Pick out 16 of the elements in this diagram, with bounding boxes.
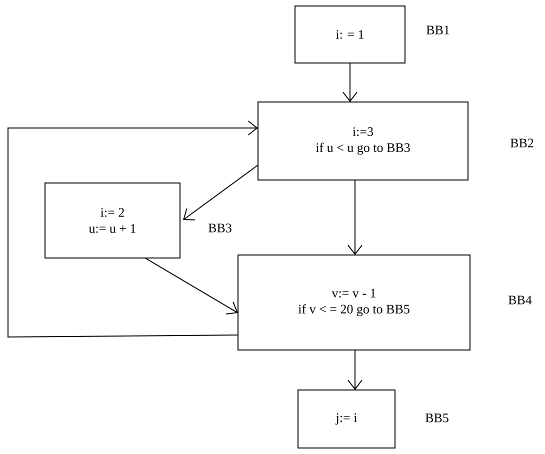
block-label: BB5	[425, 414, 448, 422]
arrow	[342, 62, 358, 102]
block-box: i:= 2 u:= u + 1	[44, 182, 180, 258]
block-box: v:= v - 1 if v < = 20 go to BB5	[238, 254, 470, 350]
block-label: BB1	[426, 26, 450, 34]
arrow	[183, 164, 258, 220]
block-label: BB2	[510, 138, 534, 148]
arrow	[348, 350, 362, 390]
arrow	[8, 120, 258, 338]
block-label: BB3	[208, 224, 232, 232]
block-label: BB4	[508, 296, 532, 304]
arrow	[144, 258, 238, 315]
arrow	[348, 180, 362, 255]
block-box: i: = 1	[294, 6, 406, 64]
block-box: i:=3 if u < u go to BB3	[258, 102, 468, 180]
block-box: j:= i	[298, 390, 396, 448]
